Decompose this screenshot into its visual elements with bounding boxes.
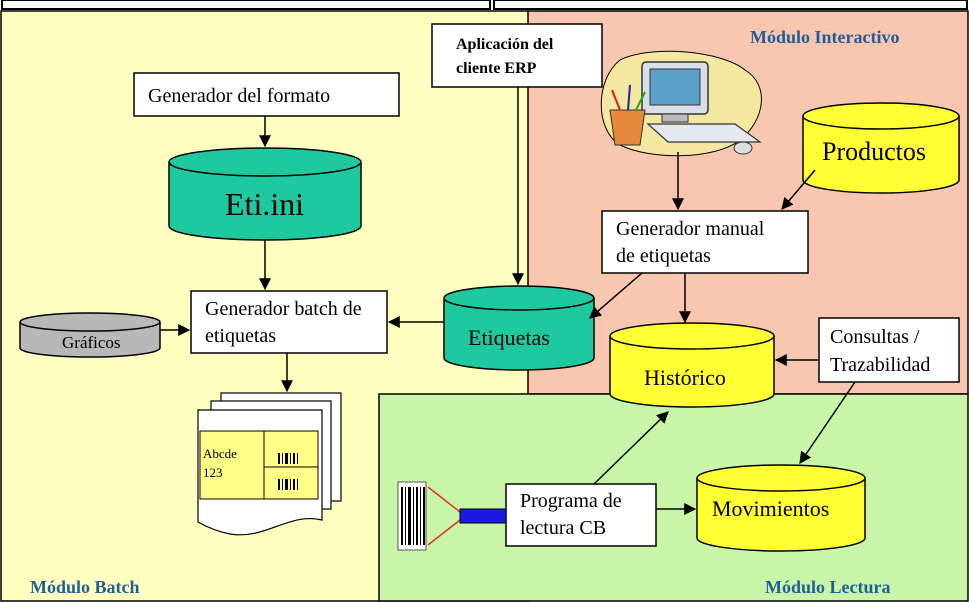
printed-labels-stack-icon — [197, 392, 342, 536]
module-title-batch: Módulo Batch — [30, 577, 140, 597]
productos-database — [802, 102, 960, 194]
productos-label: Productos — [822, 137, 926, 166]
computer-clipart-icon — [600, 50, 762, 157]
arrow-productos-to-manualgen — [781, 169, 816, 210]
queries-traceability-box — [818, 317, 960, 383]
barcode-scanner-icon — [397, 481, 507, 551]
historico-database — [609, 322, 775, 408]
barcode-reader-program-box — [505, 483, 657, 547]
module-title-lectura: Módulo Lectura — [765, 577, 891, 597]
erp-label-line2: cliente ERP — [456, 60, 537, 77]
lectura-module-region — [378, 393, 969, 602]
movimientos-database — [696, 464, 866, 552]
historico-label: Histórico — [644, 365, 726, 390]
batch-generator-label-line2: etiquetas — [205, 325, 276, 347]
erp-label-line1: Aplicación del — [456, 36, 554, 53]
graficos-label: Gráficos — [62, 333, 121, 352]
arrow-manualgen-to-etiquetas — [589, 272, 643, 319]
etiquetas-label: Etiquetas — [468, 325, 550, 350]
batch-generator-box — [190, 290, 388, 354]
queries-label-line2: Trazabilidad — [830, 354, 930, 376]
label-sample-line1: Abcde — [203, 446, 237, 461]
manual-generator-label-line1: Generador manual — [616, 218, 765, 240]
movimientos-label: Movimientos — [712, 496, 829, 521]
batch-generator-label-line1: Generador batch de — [205, 298, 362, 320]
eti-ini-label: Eti.ini — [225, 186, 304, 222]
label-sample-line2: 123 — [203, 465, 223, 480]
top-strip-left — [1, 0, 491, 10]
format-generator-label: Generador del formato — [148, 85, 330, 107]
reader-label-line2: lectura CB — [520, 517, 606, 539]
arrow-queries-to-movimientos — [799, 381, 856, 464]
queries-label-line1: Consultas / — [830, 326, 920, 348]
manual-generator-box — [601, 210, 809, 274]
top-strip-right — [493, 0, 968, 10]
erp-application-box — [431, 23, 603, 88]
etiquetas-database — [443, 285, 595, 371]
format-generator-box — [133, 72, 400, 117]
reader-label-line1: Programa de — [520, 490, 622, 512]
graficos-database — [19, 312, 161, 358]
arrow-reader-to-historico — [593, 411, 669, 485]
module-title-interactive: Módulo Interactivo — [750, 27, 899, 47]
manual-generator-label-line2: de etiquetas — [616, 245, 711, 267]
eti-ini-database — [168, 147, 362, 241]
